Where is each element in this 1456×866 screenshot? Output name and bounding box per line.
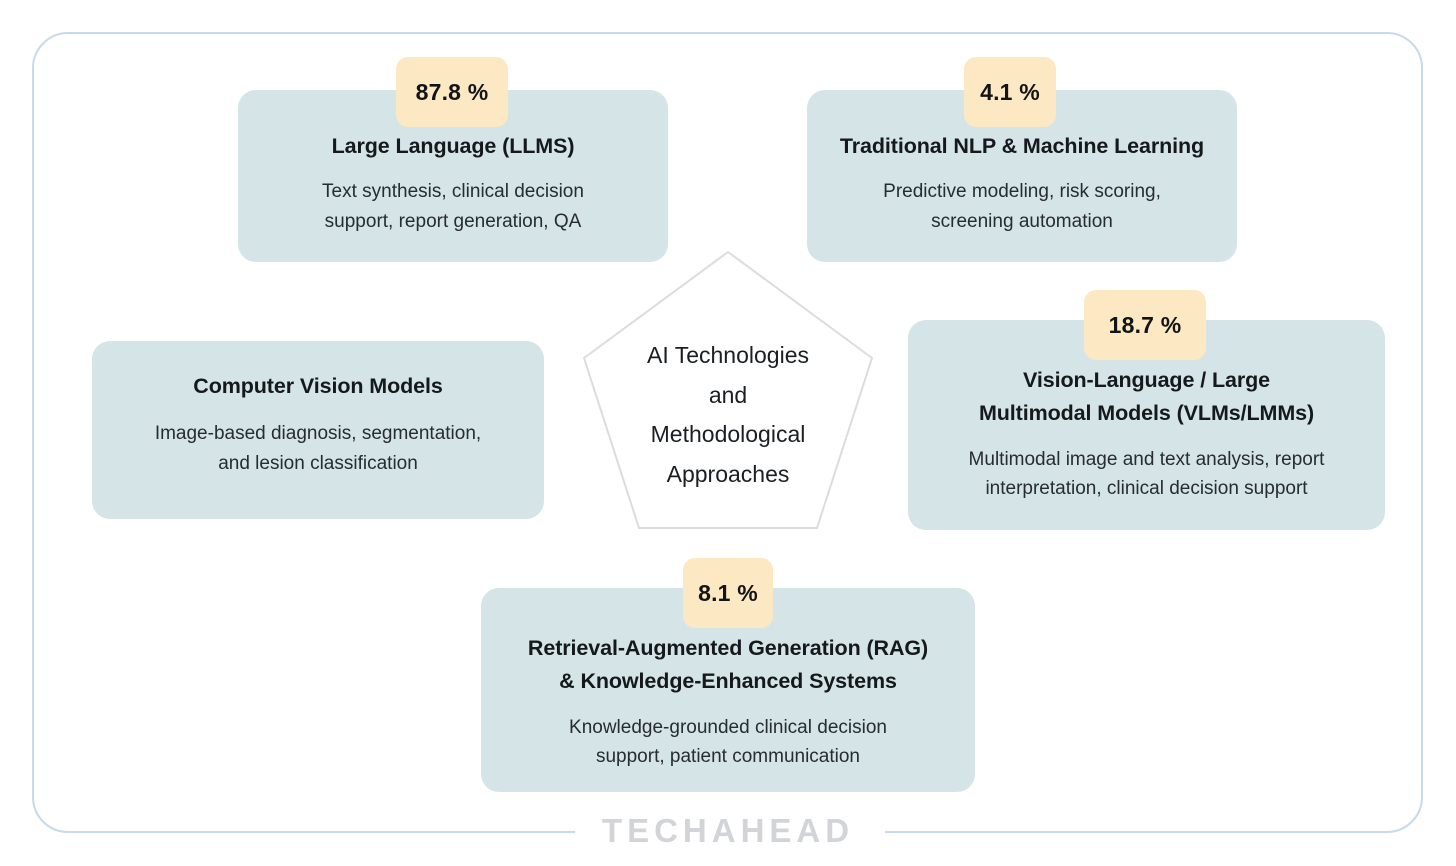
card-description: Image-based diagnosis, segmentation, and… — [154, 423, 482, 474]
central-pentagon-hub: AI Technologies and Methodological Appro… — [580, 248, 876, 534]
card-description: Knowledge-grounded clinical decision sup… — [569, 716, 887, 768]
card-title: Traditional NLP & Machine Learning — [839, 134, 1205, 158]
pentagon-label: AI Technologies and Methodological Appro… — [647, 342, 809, 487]
card-description: Multimodal image and text analysis, repo… — [968, 448, 1325, 500]
techahead-logo: TECHAHEAD — [601, 812, 855, 849]
card-description: Predictive modeling, risk scoring, scree… — [883, 181, 1161, 232]
card-retrieval-augmented-generation[interactable]: Retrieval-Augmented Generation (RAG) & K… — [481, 588, 975, 792]
percentage-badge-nlp: 4.1 % — [964, 57, 1056, 127]
card-title: Vision-Language / Large Multimodal Model… — [978, 368, 1315, 426]
card-computer-vision-models[interactable]: Computer Vision Models Image-based diagn… — [92, 341, 544, 519]
card-title: Computer Vision Models — [193, 374, 443, 398]
card-title: Large Language (LLMS) — [331, 134, 575, 158]
percentage-badge-rag: 8.1 % — [683, 558, 773, 628]
pentagon-icon — [583, 251, 873, 529]
percentage-badge-llm: 87.8 % — [396, 57, 508, 127]
frame-logo-gap — [575, 818, 885, 848]
percentage-badge-vlm: 18.7 % — [1084, 290, 1206, 360]
card-title: Retrieval-Augmented Generation (RAG) & K… — [527, 636, 929, 694]
card-description: Text synthesis, clinical decision suppor… — [322, 181, 584, 232]
